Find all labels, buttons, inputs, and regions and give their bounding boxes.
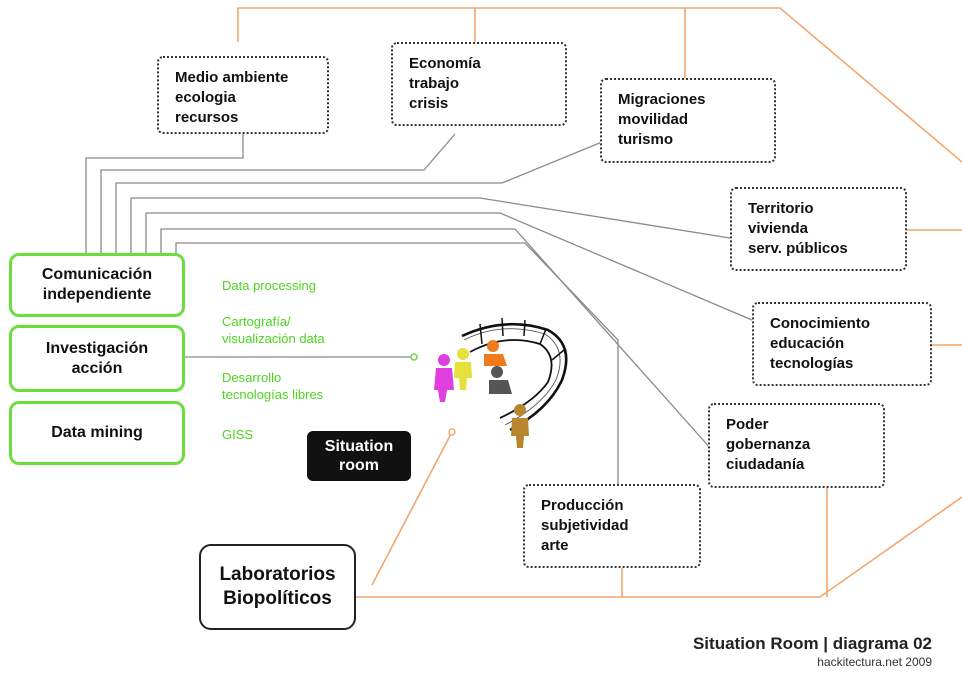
lab-connector-dot	[448, 428, 456, 436]
left-label-comunicacion: Comunicación independiente	[41, 266, 153, 303]
left-box-investigacion: Investigación acción	[9, 325, 185, 392]
gray-person	[489, 366, 512, 394]
theme-label-migraciones: Migraciones movilidad turismo	[618, 91, 706, 148]
left-box-comunicacion: Comunicación independiente	[9, 253, 185, 317]
left-label-investigacion: Investigación acción	[45, 339, 149, 377]
orange-network	[237, 7, 962, 598]
theme-label-poder: Poder gobernanza ciudadanía	[726, 416, 811, 473]
brown-person	[511, 404, 529, 448]
footer-title: Situation Room | diagrama 02	[692, 634, 932, 653]
tool-cartografia: Cartografía/ visualización data	[222, 314, 325, 346]
theme-box-produccion: Producción subjetividad arte	[523, 484, 701, 568]
gray-routing	[85, 133, 753, 484]
theme-box-medio-ambiente: Medio ambiente ecologia recursos	[157, 56, 329, 134]
investigacion-connector-dot	[410, 353, 418, 361]
orange-person	[484, 340, 507, 366]
footer-credit: hackitectura.net 2009	[817, 655, 932, 669]
yellow-person	[454, 348, 472, 390]
theme-box-territorio: Territorio vivienda serv. públicos	[730, 187, 907, 271]
theme-label-produccion: Producción subjetividad arte	[541, 497, 629, 554]
theme-box-economia: Economía trabajo crisis	[391, 42, 567, 126]
theme-box-migraciones: Migraciones movilidad turismo	[600, 78, 776, 163]
magenta-person	[434, 354, 454, 402]
theme-label-medio-ambiente: Medio ambiente ecologia recursos	[175, 69, 289, 126]
tool-desarrollo: Desarrollo tecnologías libres	[222, 370, 324, 402]
tool-data-processing: Data processing	[222, 278, 316, 293]
theme-label-conocimiento: Conocimiento educación tecnologías	[770, 315, 870, 372]
left-box-data-mining: Data mining	[9, 401, 185, 465]
situation-room-table	[461, 317, 568, 432]
theme-box-conocimiento: Conocimiento educación tecnologías	[752, 302, 932, 386]
situation-room-badge: Situation room	[307, 431, 411, 481]
theme-box-poder: Poder gobernanza ciudadanía	[708, 403, 885, 488]
theme-label-territorio: Territorio vivienda serv. públicos	[748, 200, 848, 257]
laboratorios-box: Laboratorios Biopolíticos	[199, 544, 356, 630]
theme-label-economia: Economía trabajo crisis	[409, 55, 481, 112]
tool-giss: GISS	[222, 427, 254, 442]
left-label-data-mining: Data mining	[51, 424, 143, 441]
